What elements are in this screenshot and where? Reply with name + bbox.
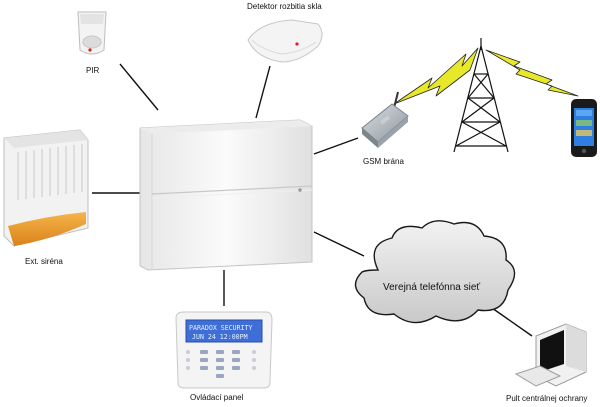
pir-icon: [77, 11, 107, 55]
gsm-gateway-icon: [361, 91, 409, 148]
connector-lines: [92, 63, 533, 337]
label-monitoring-center: Pult centrálnej ochrany: [506, 394, 588, 403]
line-gsm-to-panel: [313, 137, 359, 155]
line-pir-to-panel: [119, 63, 159, 111]
line-glass-to-panel: [255, 65, 271, 119]
label-gsm-gateway: GSM brána: [363, 157, 404, 166]
computer-icon: [514, 323, 587, 387]
external-siren-icon: [3, 129, 89, 247]
antenna-tower-icon: [453, 38, 509, 153]
keypad-lcd-line1: PARADOX SECURITY: [189, 324, 253, 332]
cloud-icon: [354, 220, 516, 324]
line-cloud-to-panel: [313, 231, 365, 257]
line-cloud-to-pc: [491, 307, 533, 337]
alarm-control-panel-icon: [139, 119, 313, 271]
label-control-panel: Ovládací panel: [190, 393, 244, 402]
keypad-lcd-line2: JUN 24 12:00PM: [192, 333, 248, 341]
keypad-icon: PARADOX SECURITY JUN 24 12:00PM: [175, 311, 273, 389]
glass-break-detector-icon: [247, 19, 323, 63]
label-glass-detector: Detektor rozbitia skla: [247, 2, 322, 11]
lightning-icon: [393, 47, 579, 105]
keypad-lcd: [185, 319, 263, 343]
smartphone-icon: [571, 99, 597, 157]
label-phone-network: Verejná telefónna sieť: [383, 282, 481, 293]
label-ext-siren: Ext. siréna: [25, 257, 63, 266]
label-pir: PIR: [86, 66, 100, 75]
